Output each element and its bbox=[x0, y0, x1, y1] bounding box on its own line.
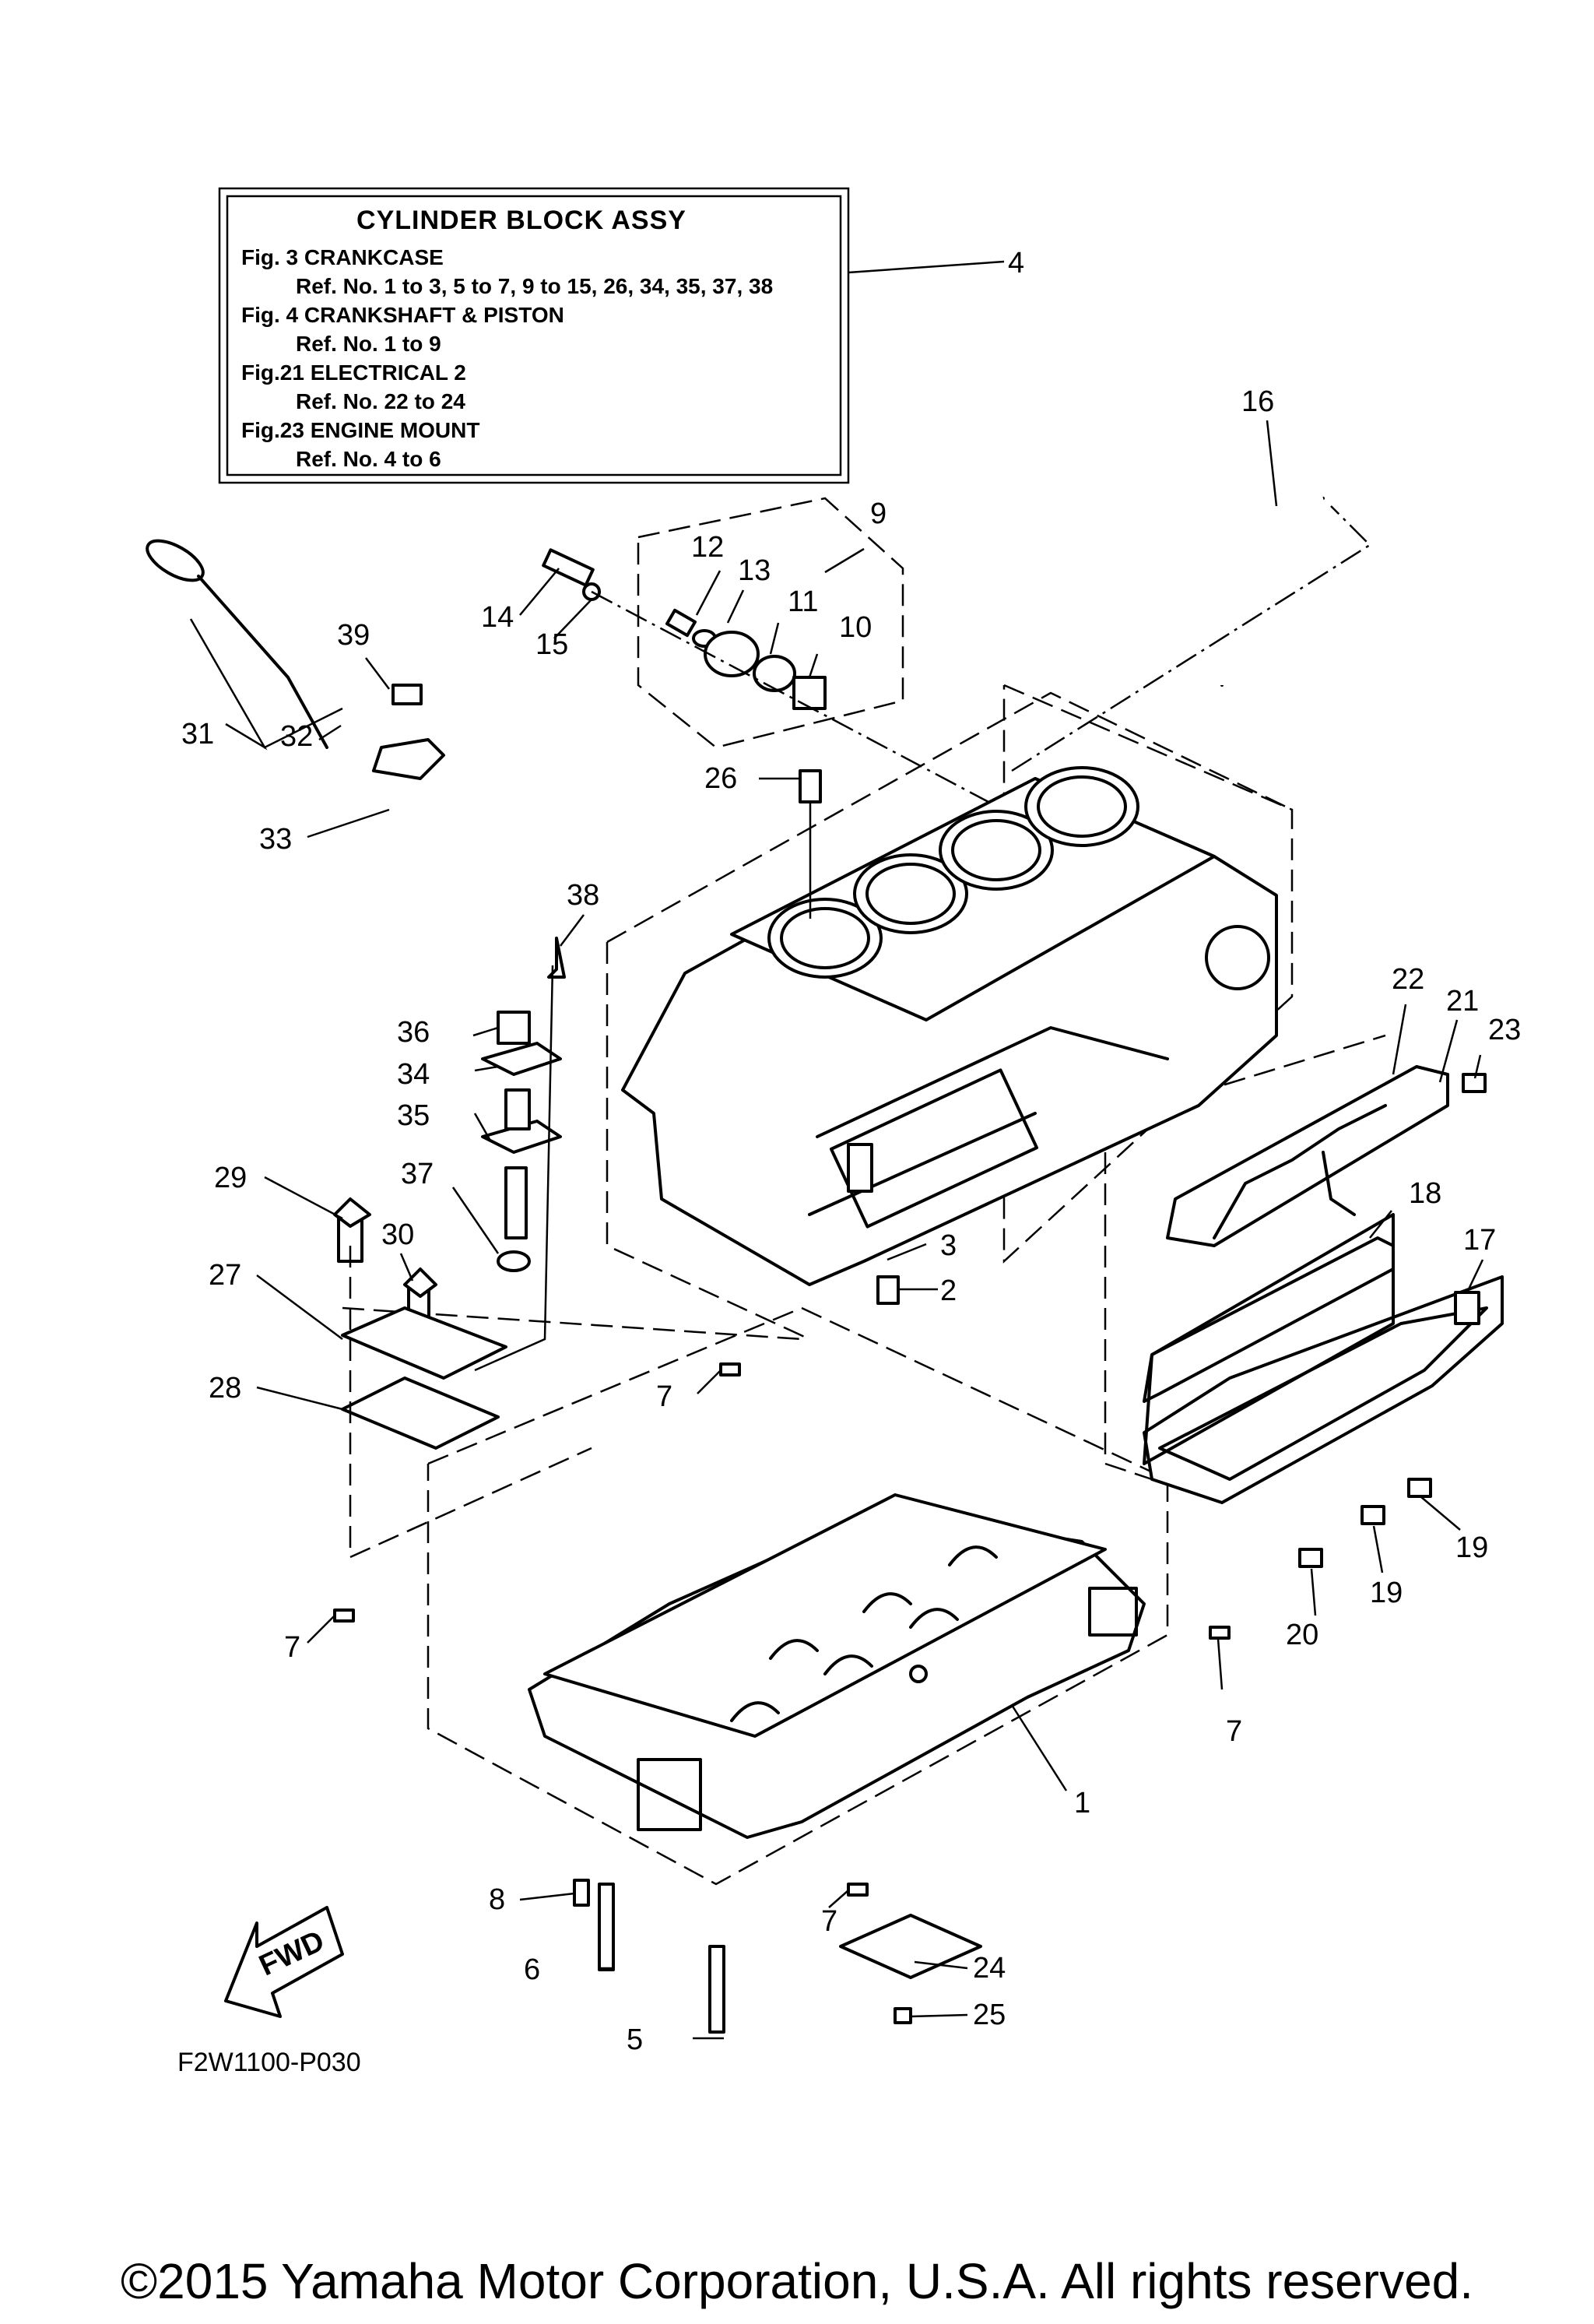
leader-lines bbox=[189, 420, 1484, 2040]
copyright-notice: ©2015 Yamaha Motor Corporation, U.S.A. A… bbox=[121, 2253, 1473, 2309]
callout-7d: 7 bbox=[821, 1905, 837, 1938]
callout-6: 6 bbox=[524, 1953, 540, 1986]
callout-13: 13 bbox=[738, 554, 771, 587]
cylinder-block bbox=[621, 766, 1278, 1286]
callout-8: 8 bbox=[489, 1883, 505, 1916]
callout-16: 16 bbox=[1241, 385, 1274, 418]
callout-3: 3 bbox=[940, 1229, 957, 1262]
callout-17: 17 bbox=[1463, 1224, 1496, 1257]
callout-1: 1 bbox=[1074, 1787, 1090, 1819]
callout-19b: 19 bbox=[1370, 1577, 1403, 1609]
callout-24: 24 bbox=[973, 1952, 1006, 1985]
gasket-18 bbox=[1143, 1213, 1395, 1465]
fwd-arrow: FWD bbox=[224, 1906, 344, 2018]
callout-35: 35 bbox=[397, 1099, 430, 1132]
callout-38: 38 bbox=[567, 879, 599, 912]
callout-14: 14 bbox=[481, 601, 514, 634]
callout-29: 29 bbox=[214, 1162, 247, 1194]
callout-19a: 19 bbox=[1455, 1531, 1488, 1564]
legend-line-6: Ref. No. 22 to 24 bbox=[296, 389, 465, 413]
callout-7b: 7 bbox=[284, 1631, 300, 1664]
callout-28: 28 bbox=[209, 1372, 241, 1405]
callout-36: 36 bbox=[397, 1016, 430, 1049]
legend-title: CYLINDER BLOCK ASSY bbox=[356, 206, 686, 235]
callout-22: 22 bbox=[1392, 963, 1424, 996]
callout-23: 23 bbox=[1488, 1014, 1521, 1046]
callout-11: 11 bbox=[788, 585, 818, 618]
idler-parts bbox=[391, 548, 989, 803]
callout-9: 9 bbox=[870, 497, 887, 530]
callout-37: 37 bbox=[401, 1158, 434, 1190]
callout-27: 27 bbox=[209, 1259, 241, 1292]
legend-line-1: Fig. 3 CRANKCASE bbox=[241, 245, 444, 269]
figure-code: F2W1100-P030 bbox=[177, 2048, 361, 2077]
legend-line-8: Ref. No. 4 to 6 bbox=[296, 447, 441, 471]
legend-line-5: Fig.21 ELECTRICAL 2 bbox=[241, 360, 466, 385]
callout-7a: 7 bbox=[656, 1380, 672, 1413]
callout-21: 21 bbox=[1446, 985, 1479, 1018]
callout-10: 10 bbox=[839, 611, 872, 644]
callout-26: 26 bbox=[704, 762, 737, 795]
plate-22 bbox=[1166, 1065, 1449, 1247]
callout-2: 2 bbox=[940, 1275, 957, 1307]
callout-20: 20 bbox=[1286, 1619, 1318, 1651]
callout-labels: 1 2 3 4 5 6 7 7 7 7 8 9 10 11 12 13 14 1… bbox=[181, 247, 1521, 2056]
side-cover bbox=[1143, 1275, 1504, 1504]
callout-7c: 7 bbox=[1226, 1715, 1242, 1748]
callout-18: 18 bbox=[1409, 1177, 1441, 1210]
legend-line-4: Ref. No. 1 to 9 bbox=[296, 332, 441, 356]
crankcase bbox=[528, 1493, 1146, 1839]
dipstick bbox=[146, 539, 528, 1014]
legend-line-7: Fig.23 ENGINE MOUNT bbox=[241, 418, 479, 442]
legend-line-2: Ref. No. 1 to 3, 5 to 7, 9 to 15, 26, 34… bbox=[296, 274, 773, 298]
callout-25: 25 bbox=[973, 1999, 1006, 2031]
callout-30: 30 bbox=[381, 1218, 414, 1251]
callout-4: 4 bbox=[1008, 247, 1024, 280]
callout-32: 32 bbox=[280, 720, 313, 753]
callout-31: 31 bbox=[181, 718, 214, 751]
legend-line-3: Fig. 4 CRANKSHAFT & PISTON bbox=[241, 303, 564, 327]
callout-15: 15 bbox=[535, 628, 568, 661]
callout-39: 39 bbox=[337, 619, 370, 652]
callout-33: 33 bbox=[259, 823, 292, 856]
callout-34: 34 bbox=[397, 1058, 430, 1091]
callout-12: 12 bbox=[691, 531, 724, 564]
callout-5: 5 bbox=[627, 2023, 643, 2056]
legend-box: CYLINDER BLOCK ASSY Fig. 3 CRANKCASE Ref… bbox=[218, 187, 850, 484]
